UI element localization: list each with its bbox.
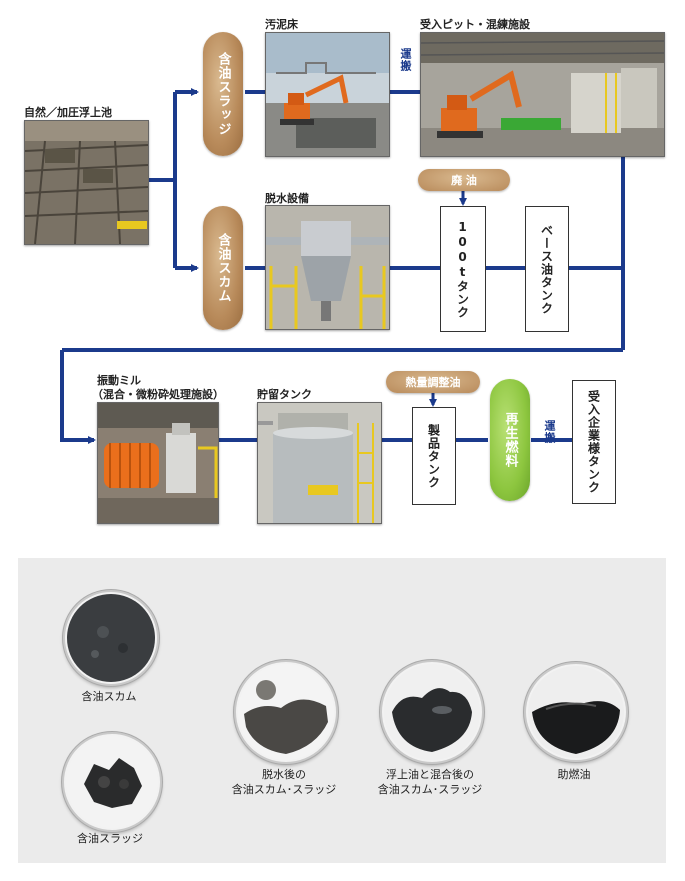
photo-dewatering: [265, 205, 390, 330]
label-pond: 自然／加圧浮上池: [24, 106, 112, 119]
tank-base-oil: ベース油タンク: [525, 206, 569, 332]
dish-mixed: [380, 660, 484, 764]
label-vibration-mill: 振動ミル: [97, 374, 141, 387]
transport-label-top: 運搬: [399, 48, 412, 72]
caption-oily-sludge: 含油スラッジ: [77, 832, 143, 845]
label-storage-tank: 貯留タンク: [257, 388, 312, 401]
oval-recycled-fuel: 再生燃料: [490, 379, 530, 501]
label-receiving-pit: 受入ピット・混練施設: [420, 18, 530, 31]
pill-calorie-oil: 熱量調整油: [386, 371, 480, 393]
transport-label-bottom: 運搬: [543, 420, 556, 444]
caption-dewatered-2: 含油スカム･スラッジ: [231, 783, 337, 796]
caption-auxiliary-oil: 助燃油: [557, 768, 591, 781]
pill-waste-oil: 廃 油: [418, 169, 510, 191]
photo-vibration-mill: [97, 402, 219, 524]
dish-oily-scum: [63, 590, 159, 686]
oval-oily-sludge: 含油スラッジ: [203, 32, 243, 156]
label-dewatering: 脱水設備: [265, 192, 309, 205]
tank-receiving-company: 受入企業様タンク: [572, 380, 616, 504]
photo-sludge-bed: [265, 32, 390, 157]
photo-pond: [24, 120, 149, 245]
oval-oily-scum: 含油スカム: [203, 206, 243, 330]
photo-receiving-pit: [420, 32, 665, 157]
label-vibration-mill-sub: （混合・微粉砕処理施設）: [92, 388, 224, 401]
caption-mixed-2: 含油スカム･スラッジ: [377, 783, 483, 796]
photo-storage-tank: [257, 402, 382, 524]
dish-dewatered: [234, 660, 338, 764]
tank-100t: 100tタンク: [440, 206, 486, 332]
line-return-down: [60, 350, 96, 444]
dish-auxiliary-oil: [524, 662, 628, 762]
caption-oily-scum: 含油スカム: [81, 690, 137, 703]
caption-mixed-1: 浮上油と混合後の: [386, 768, 474, 781]
caption-dewatered-1: 脱水後の: [262, 768, 306, 781]
tank-product: 製品タンク: [412, 407, 456, 505]
label-sludge-bed: 汚泥床: [265, 18, 298, 31]
dish-oily-sludge: [62, 732, 162, 832]
